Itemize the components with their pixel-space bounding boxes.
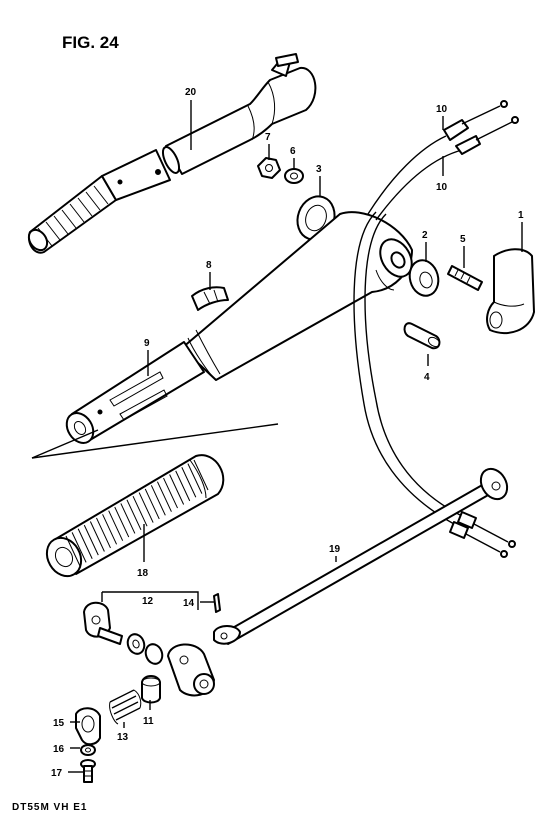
part-12-pivot-set xyxy=(83,601,215,697)
callout-labels: 20 7 6 3 1 2 5 8 4 9 10 10 18 19 12 14 1… xyxy=(51,87,524,779)
part-1-cover xyxy=(486,248,535,335)
callout-13: 13 xyxy=(117,732,129,743)
callout-14: 14 xyxy=(183,598,195,609)
grip-rib xyxy=(89,521,105,552)
grip-rib xyxy=(132,495,148,527)
callout-15: 15 xyxy=(53,718,65,729)
grip-rib xyxy=(181,467,197,498)
grip-rib xyxy=(108,510,124,541)
part-9-tiller-handle xyxy=(65,211,413,444)
callout-2: 2 xyxy=(422,230,428,241)
part-6-washer xyxy=(284,168,304,184)
grip-rib xyxy=(114,506,130,538)
part-16-washer xyxy=(80,744,96,756)
grip-rib xyxy=(138,492,154,523)
figure-title: FIG. 24 xyxy=(62,33,119,52)
grip-rib xyxy=(156,481,172,512)
callout-1: 1 xyxy=(518,210,524,221)
grip-rib xyxy=(193,459,209,491)
callout-19: 19 xyxy=(329,544,341,555)
leader-lines xyxy=(68,100,523,773)
callout-9: 9 xyxy=(144,338,150,349)
figure-footer: DT55M VH E1 xyxy=(12,802,87,813)
grip-rib xyxy=(83,524,99,556)
grip-rib xyxy=(187,463,203,494)
grip-rib xyxy=(102,514,118,545)
callout-12: 12 xyxy=(142,596,154,607)
part-2-bushing xyxy=(408,259,440,297)
grip-rib xyxy=(144,488,160,520)
part-11-bush xyxy=(141,675,161,704)
part-5-pin xyxy=(447,265,483,291)
part-19-throttle-rod xyxy=(213,467,509,645)
exploded-view-lines xyxy=(31,423,279,459)
grip-rib xyxy=(169,474,185,505)
grip-rib xyxy=(163,477,178,509)
callout-7: 7 xyxy=(265,132,271,143)
part-7-nut xyxy=(257,157,281,179)
callout-5: 5 xyxy=(460,234,466,245)
grip-rib xyxy=(175,470,191,502)
callout-10-lower: 10 xyxy=(436,182,448,193)
callout-8: 8 xyxy=(206,260,212,271)
part-13-spring xyxy=(109,689,142,725)
callout-11: 11 xyxy=(143,716,154,727)
part-20-grip-extension xyxy=(27,53,317,254)
part-4-sleeve xyxy=(403,322,441,350)
grip-rib xyxy=(71,532,87,563)
grip-rib xyxy=(120,503,136,534)
callout-20: 20 xyxy=(185,87,197,98)
part-15-elbow xyxy=(75,707,101,746)
grip-rib xyxy=(96,517,111,549)
callout-16: 16 xyxy=(53,744,65,755)
callout-6: 6 xyxy=(290,146,296,157)
callout-4: 4 xyxy=(424,372,430,383)
callout-17: 17 xyxy=(51,768,63,779)
part-17-screw xyxy=(80,759,96,783)
callout-10-upper: 10 xyxy=(436,104,448,115)
grip-rib xyxy=(150,485,166,516)
part-8-clip xyxy=(191,286,229,311)
callout-18: 18 xyxy=(137,568,149,579)
part-14-pin xyxy=(213,593,221,613)
grip-rib xyxy=(65,535,81,567)
grip-rib xyxy=(126,499,142,531)
part-18-throttle-grip xyxy=(45,454,225,578)
part-10-throttle-cables xyxy=(353,100,519,558)
grip-rib xyxy=(77,528,93,559)
callout-3: 3 xyxy=(316,164,322,175)
